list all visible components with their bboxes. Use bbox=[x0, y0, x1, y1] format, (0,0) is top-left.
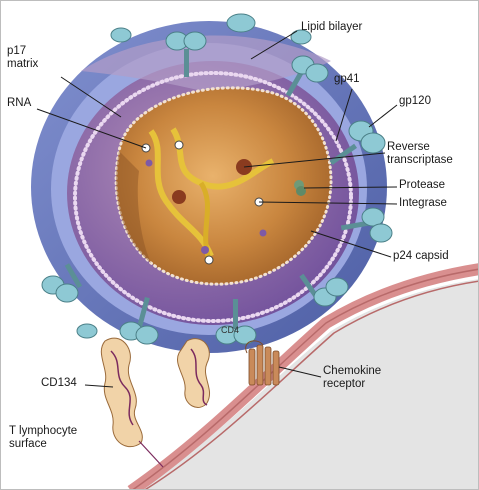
glycoprotein-right bbox=[329, 120, 386, 166]
leader-gp120 bbox=[368, 104, 398, 128]
cd4-label: CD4 bbox=[221, 325, 239, 335]
label-gp41: gp41 bbox=[334, 73, 360, 85]
t-lymphocyte-cell bbox=[127, 263, 478, 489]
label-p24-capsid: p24 capsid bbox=[393, 250, 449, 262]
label-t-lymphocyte-surface: T lymphocyte surface bbox=[9, 425, 78, 450]
label-gp120: gp120 bbox=[399, 95, 431, 107]
capsid-shadow-face bbox=[116, 151, 151, 263]
envelope-bump-3 bbox=[290, 29, 312, 45]
envelope-glycoproteins bbox=[41, 13, 393, 345]
matrix-bead-ring bbox=[73, 71, 353, 323]
envelope-bump-4 bbox=[76, 323, 98, 339]
cutaway-top bbox=[81, 35, 331, 93]
chemokine-receptor bbox=[245, 340, 280, 386]
leader-lines bbox=[36, 30, 398, 388]
leader-lipid-bilayer bbox=[250, 30, 298, 60]
cell-membrane-line bbox=[132, 268, 478, 489]
glycoprotein-bottom-2 bbox=[215, 299, 257, 345]
cell-receptors bbox=[100, 337, 280, 468]
rna-bead-6 bbox=[259, 229, 267, 237]
leader-protease bbox=[303, 186, 398, 189]
rna-bead-3 bbox=[145, 159, 153, 167]
label-integrase: Integrase bbox=[399, 197, 447, 209]
cd4-receptor bbox=[177, 338, 211, 408]
glycoprotein-bottom bbox=[119, 296, 159, 345]
label-rna: RNA bbox=[7, 97, 32, 109]
label-chemokine-receptor: Chemokine receptor bbox=[323, 365, 382, 390]
leader-rna bbox=[36, 108, 147, 149]
glycoprotein-top bbox=[165, 31, 207, 77]
label-reverse-transcriptase: Reverse transcriptase bbox=[387, 141, 453, 166]
cd134-receptor bbox=[100, 337, 164, 468]
reverse-transcriptase-ball-2 bbox=[172, 190, 186, 204]
label-p17-matrix: p17 matrix bbox=[7, 45, 39, 70]
leader-cd134 bbox=[84, 384, 114, 388]
rna-bead-5 bbox=[204, 255, 214, 265]
protease-ball-2 bbox=[296, 186, 306, 196]
leader-p17-matrix bbox=[60, 76, 122, 118]
envelope-bump-2 bbox=[110, 27, 132, 43]
rna-bead-4 bbox=[201, 246, 209, 254]
rna-bead-2 bbox=[174, 140, 184, 150]
leader-chemokine-receptor bbox=[278, 366, 322, 378]
label-lipid-bilayer: Lipid bilayer bbox=[301, 21, 363, 33]
envelope-bump-1 bbox=[226, 13, 256, 33]
leader-gp41 bbox=[335, 88, 353, 142]
glycoprotein-top-right bbox=[285, 55, 329, 97]
glycoprotein-bottom-right bbox=[299, 273, 349, 307]
label-cd134: CD134 bbox=[41, 377, 77, 389]
leader-reverse-transcriptase bbox=[243, 152, 386, 168]
rna-strand-1 bbox=[148, 129, 214, 258]
leader-p24-capsid bbox=[310, 230, 392, 258]
label-protease: Protease bbox=[399, 179, 446, 191]
leader-integrase bbox=[258, 201, 398, 205]
cell-interior bbox=[143, 279, 478, 489]
glycoprotein-left bbox=[41, 263, 83, 303]
glycoprotein-lower-right bbox=[340, 207, 393, 243]
